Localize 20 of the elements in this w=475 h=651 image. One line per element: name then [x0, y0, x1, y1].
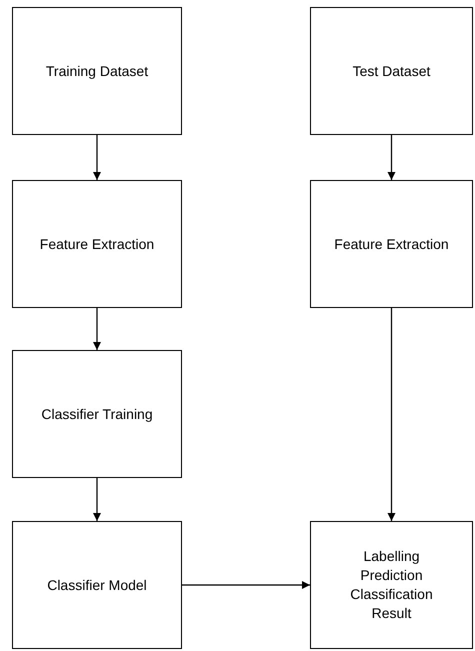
process-box: [310, 521, 473, 649]
process-box: [12, 180, 182, 308]
box-label: Classifier Model: [47, 576, 147, 594]
process-box: [12, 521, 182, 649]
arrow: [388, 308, 396, 521]
box-label: Training Dataset: [46, 62, 148, 80]
box-label: Classifier Training: [41, 404, 153, 424]
box-label: Feature Extraction: [334, 234, 449, 254]
box-label: Feature Extraction: [40, 234, 154, 254]
process-box: [310, 180, 473, 308]
process-box: [12, 7, 182, 135]
arrow: [388, 135, 396, 180]
arrow: [93, 135, 101, 180]
arrow: [182, 581, 310, 589]
process-box: [310, 7, 473, 135]
box-label: Test Dataset: [352, 62, 430, 80]
process-box: [12, 350, 182, 478]
box-label: Labelling Prediction Classification Result: [349, 547, 434, 623]
arrow: [93, 308, 101, 350]
arrow: [93, 478, 101, 521]
